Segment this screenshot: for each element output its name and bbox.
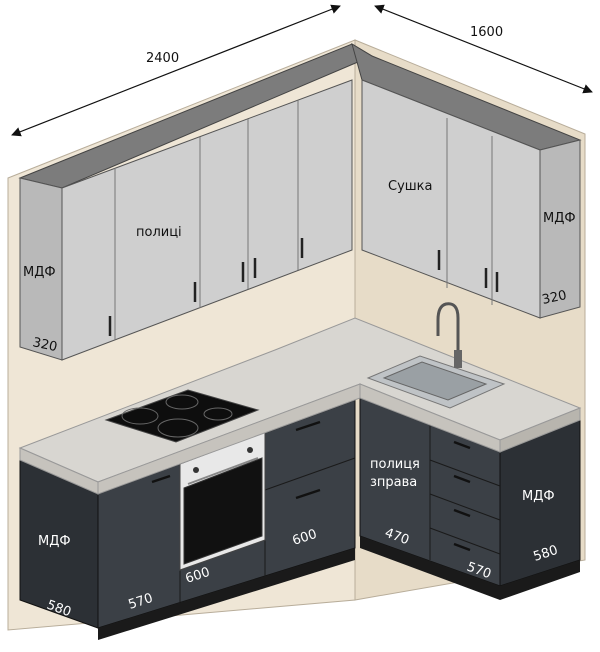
oven-handle — [187, 457, 259, 485]
cooktop-burner — [157, 418, 199, 438]
upper-left-depth-label: 320 — [31, 335, 58, 355]
upper-dryer-label: Сушка — [388, 179, 432, 194]
upper-right-depth-label: 320 — [541, 288, 568, 308]
drawer-divider — [429, 527, 501, 555]
oven-knob — [247, 447, 253, 453]
drawer-divider — [429, 493, 501, 521]
upper-shelves-label: полиці — [136, 225, 182, 240]
drawer-divider — [429, 459, 501, 487]
oven-knob — [193, 467, 199, 473]
cooktop-icon — [104, 389, 260, 443]
plinth-left — [98, 548, 355, 640]
lower-width-600-oven: 600 — [184, 565, 212, 587]
lower-right-material-label: МДФ — [522, 489, 555, 504]
oven — [179, 431, 266, 571]
cabinet-handle — [453, 508, 471, 518]
lower-left-material-label: МДФ — [38, 534, 71, 549]
cabinet-handle — [295, 488, 321, 500]
lower-right-shelf-label-1: полиця — [370, 457, 420, 472]
upper-left-material-label: МДФ — [23, 265, 56, 280]
cooktop-burner — [165, 394, 199, 410]
countertop-edge-side — [499, 407, 581, 453]
dimension-depth: 1600 — [374, 4, 593, 94]
cooktop-burner — [203, 407, 233, 421]
cabinet-handle — [453, 474, 471, 484]
dimension-width: 2400 — [11, 4, 341, 137]
cabinet-handle — [295, 420, 321, 432]
cabinet-handle — [151, 474, 171, 484]
lower-width-580-right: 580 — [532, 543, 560, 565]
cabinet-handle — [453, 542, 471, 552]
sink — [366, 302, 506, 409]
lower-width-570-left: 570 — [127, 591, 155, 613]
dimension-depth-label: 1600 — [470, 25, 503, 40]
upper-cabinets-right — [351, 42, 582, 319]
cooktop-burner — [121, 407, 159, 425]
countertop — [18, 317, 582, 495]
lower-cabinets-right — [359, 397, 581, 600]
plinth-right — [360, 536, 580, 600]
oven-door — [183, 457, 263, 565]
sink-basin — [382, 361, 488, 401]
lower-width-600-drawers: 600 — [291, 527, 319, 549]
faucet-icon — [436, 302, 462, 368]
drawer-divider — [264, 457, 356, 491]
dimension-arrow-icon — [374, 4, 593, 94]
lower-right-shelf-label-2: зправа — [370, 475, 417, 490]
dimension-arrow-icon — [11, 4, 341, 137]
dimension-width-label: 2400 — [146, 51, 179, 66]
upper-right-side — [539, 139, 581, 319]
cabinet-handle — [453, 440, 471, 450]
cooktop — [104, 389, 260, 443]
upper-right-material-label: МДФ — [543, 211, 576, 226]
